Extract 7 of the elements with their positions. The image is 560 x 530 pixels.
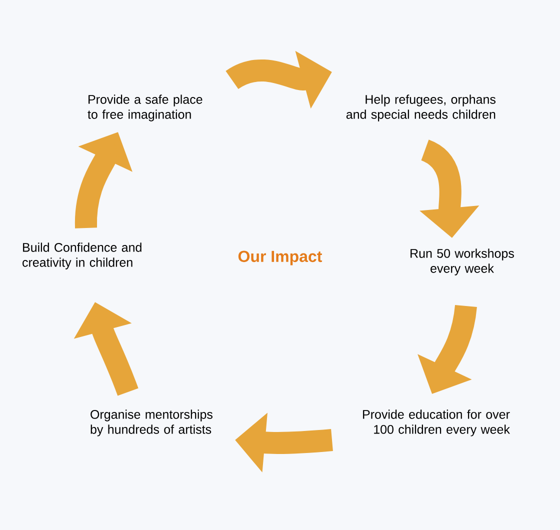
impact-text: Run 50 workshops every week [410,248,514,276]
impact-text: Build Confidence and creativity in children [22,242,142,270]
impact-text: Help refugees, orphans and special needs children [346,94,496,122]
impact-text: Provide education for over 100 children every week [363,410,510,436]
title: Our Impact [238,250,322,266]
impact-text: Organise mentorships by hundreds of artists [90,410,212,436]
impact-text: Provide a safe place to free imagination [88,94,202,122]
